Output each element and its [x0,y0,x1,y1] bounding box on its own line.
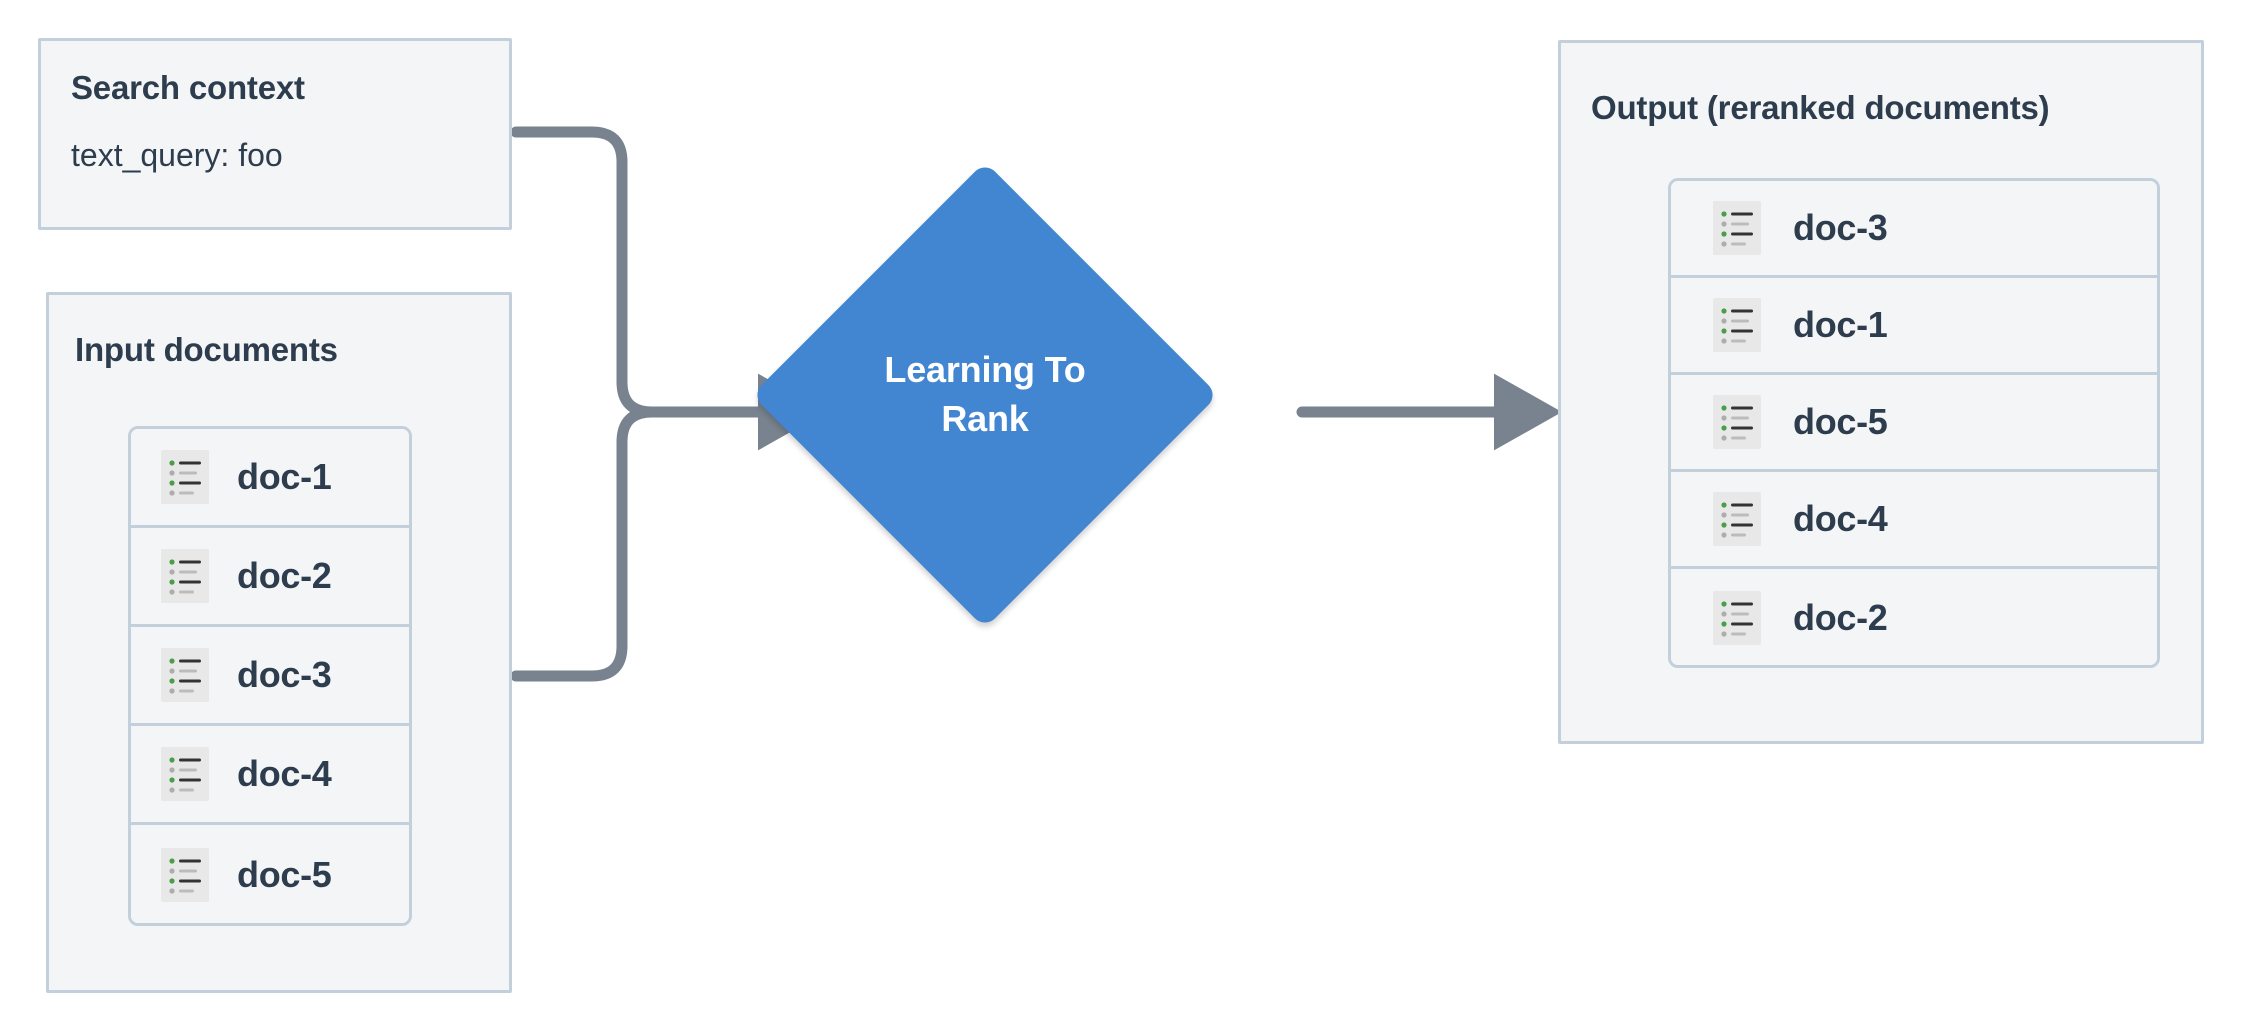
document-list-icon [1713,201,1761,255]
input-documents-list: doc-1 doc-2 doc-3 doc-4 doc-5 [128,426,412,926]
doc-label: doc-5 [237,853,332,895]
document-list-icon [161,549,209,603]
document-list-icon [1713,298,1761,352]
doc-label: doc-5 [1793,401,1888,442]
input-documents-title: Input documents [75,331,338,368]
input-document-row[interactable]: doc-3 [131,627,409,726]
input-document-row[interactable]: doc-2 [131,528,409,627]
connector-search-context-to-ltr [510,126,666,418]
doc-label: doc-1 [1793,304,1888,345]
output-document-row[interactable]: doc-1 [1671,278,2157,375]
search-context-panel: Search context text_query: foo [38,38,512,230]
output-panel-title: Output (reranked documents) [1591,89,2050,126]
doc-label: doc-4 [237,753,332,794]
doc-label: doc-2 [237,555,332,596]
document-list-icon [1713,492,1761,546]
doc-label: doc-2 [1793,596,1888,638]
doc-label: doc-3 [237,654,332,695]
document-list-icon [161,747,209,801]
output-document-row[interactable]: doc-4 [1671,472,2157,569]
doc-label: doc-4 [1793,498,1888,539]
document-list-icon [161,847,209,902]
input-document-row[interactable]: doc-1 [131,429,409,528]
output-document-row[interactable]: doc-2 [1671,569,2157,665]
output-document-row[interactable]: doc-5 [1671,375,2157,472]
document-list-icon [1713,590,1761,645]
connector-input-documents-to-ltr [510,406,666,682]
search-context-query-text: text_query: foo [71,137,283,173]
doc-label: doc-3 [1793,207,1888,248]
learning-to-rank-node[interactable] [751,161,1219,629]
document-list-icon [161,450,209,504]
document-list-icon [161,648,209,702]
document-list-icon [1713,395,1761,449]
search-context-title: Search context [71,69,305,106]
output-documents-list: doc-3 doc-1 doc-5 doc-4 doc-2 [1668,178,2160,668]
input-document-row[interactable]: doc-5 [131,825,409,923]
output-document-row[interactable]: doc-3 [1671,181,2157,278]
doc-label: doc-1 [237,456,332,497]
input-document-row[interactable]: doc-4 [131,726,409,825]
